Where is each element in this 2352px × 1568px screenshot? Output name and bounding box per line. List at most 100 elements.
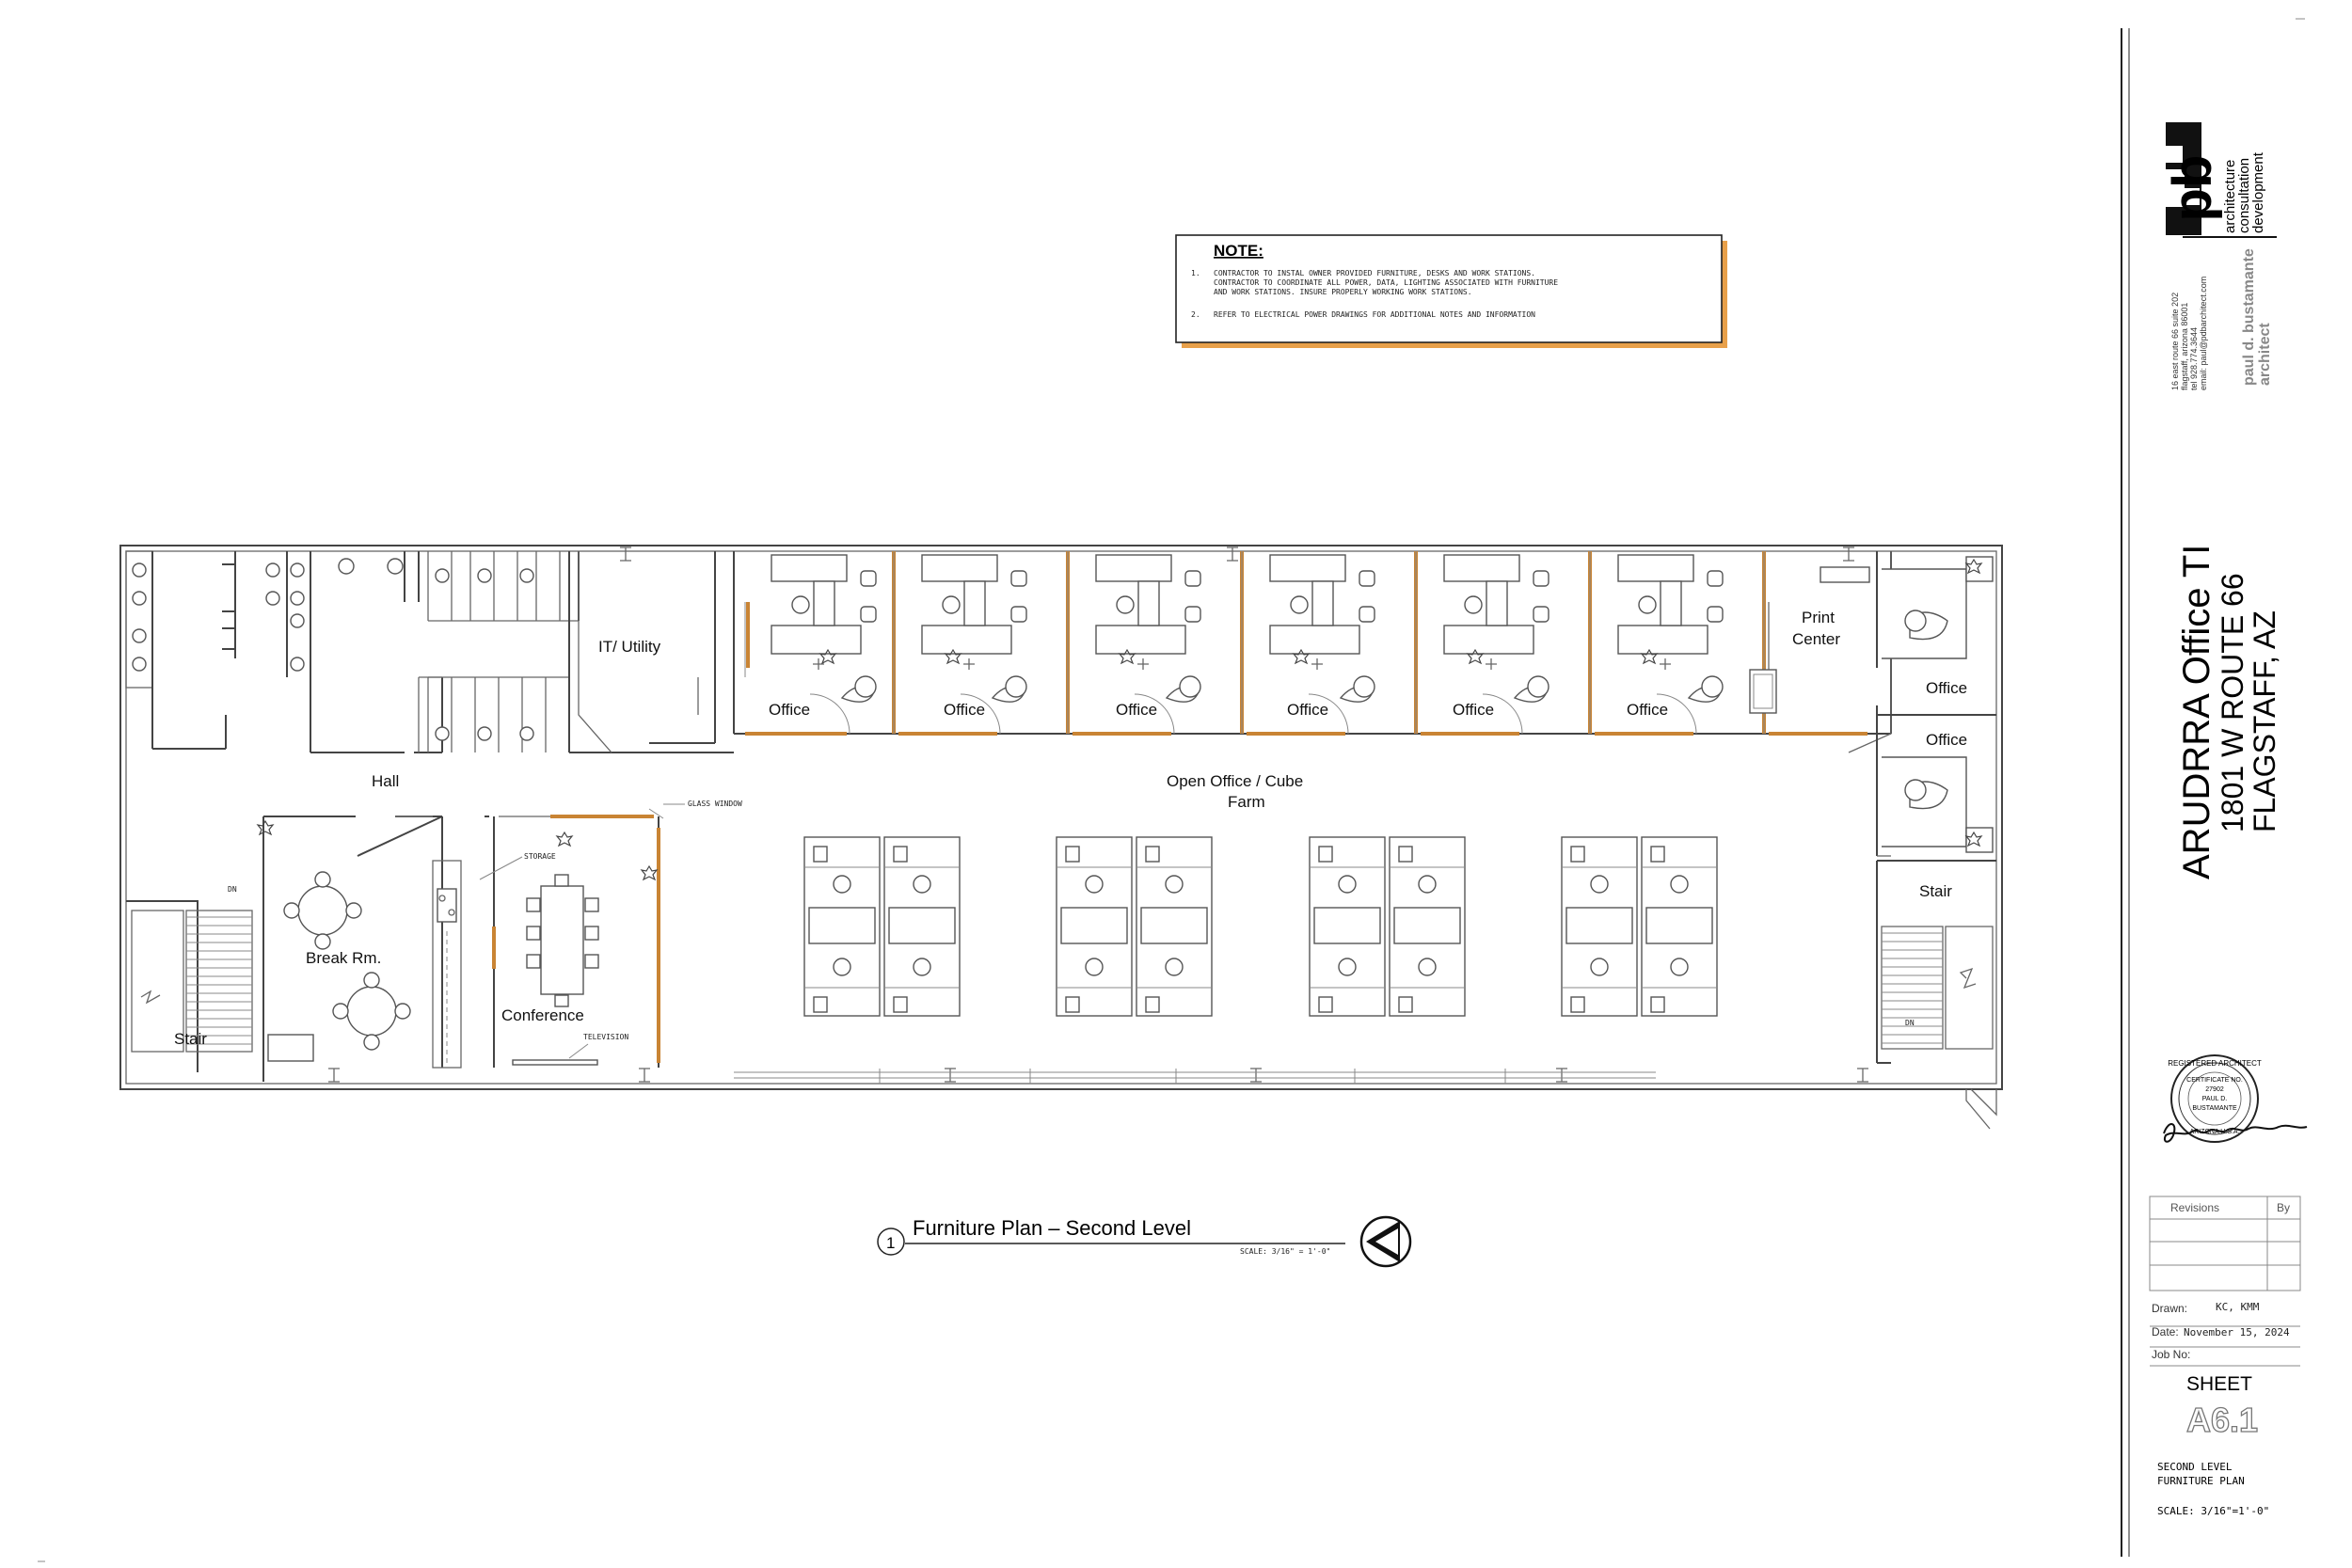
workstation-cluster (1561, 836, 1718, 1017)
firm-address-2: flagstaff, arizona 86001 (2180, 303, 2189, 390)
copier (1749, 669, 1777, 714)
window-strips (734, 1069, 1656, 1084)
floor-box (1311, 658, 1323, 670)
door-swing (1308, 693, 1349, 735)
desk-main (963, 580, 986, 626)
conference-room: Conference GLASS WINDOW STORAGE TELEVISI… (479, 800, 742, 1068)
workstation-pedestal (1145, 846, 1160, 863)
job-label: Job No: (2152, 1348, 2190, 1361)
side-table (1179, 675, 1201, 698)
workstation-chair (1165, 958, 1184, 976)
note-item-2-number: 2. (1191, 310, 1200, 319)
title-block: pb architecture consultation development… (2121, 28, 2308, 1557)
drawing-title: 1 Furniture Plan – Second Level SCALE: 3… (877, 1215, 1412, 1268)
it-utility-room: IT/ Utility (578, 551, 716, 753)
door-swing (809, 693, 850, 735)
workstation-pedestal (813, 846, 828, 863)
floor-box (813, 658, 824, 670)
workstation-spine (808, 907, 876, 944)
firm-address-4: email: paul@pdbarchitect.com (2199, 277, 2208, 390)
sheet-scale: SCALE: 3/16"=1'-0" (2157, 1505, 2269, 1517)
room-label-office: Office (769, 701, 810, 719)
desk-return (1269, 625, 1360, 655)
room-label-office-right-1: Office (1926, 679, 1967, 697)
workstation-chair (1670, 875, 1689, 894)
desk-main (813, 580, 835, 626)
exterior-wall-inner (125, 550, 1997, 1085)
stair-right-dn: DN (1905, 1019, 1915, 1027)
desk-credenza (921, 554, 998, 582)
workstation-spine (888, 907, 956, 944)
room-label-break-room: Break Rm. (306, 949, 381, 967)
ceiling-fixtures (256, 558, 1983, 881)
drawing-scale: SCALE: 3/16" = 1'-0" (1240, 1247, 1330, 1256)
workstation-pedestal (1318, 846, 1333, 863)
room-label-office-right-2: Office (1926, 731, 1967, 749)
structural-columns (328, 546, 1868, 1083)
drawing-number: 1 (886, 1234, 895, 1252)
office-desk-set (1443, 554, 1549, 735)
exterior-stair-ramp (1965, 1088, 1997, 1130)
glass-window-callout: GLASS WINDOW (688, 800, 742, 808)
room-label-stair-left: Stair (174, 1030, 207, 1048)
room-label-print-center-1: Print (1802, 609, 1835, 626)
workstation-chair (1590, 958, 1609, 976)
ceiling-fixture-icon (256, 819, 275, 836)
workstation-pedestal (893, 846, 908, 863)
workstation-pedestal (1145, 996, 1160, 1013)
print-center: Print Center (1749, 551, 1892, 753)
note-title: NOTE: (1214, 242, 1263, 260)
firm-tagline-2: consultation (2236, 158, 2252, 233)
note-box-frame (1175, 234, 1723, 343)
north-arrow-icon (1359, 1215, 1412, 1268)
ceiling-fixture-icon (1640, 648, 1659, 665)
exterior-wall-outer (119, 545, 2003, 1090)
desk-credenza (1443, 554, 1520, 582)
workstation-spine (1645, 907, 1713, 944)
guest-chair (1359, 606, 1375, 623)
desk-chair (942, 595, 961, 614)
room-label-office: Office (1287, 701, 1328, 719)
desk-credenza (1269, 554, 1346, 582)
guest-chair (1707, 606, 1724, 623)
workstation-cluster (1056, 836, 1213, 1017)
room-label-office: Office (1116, 701, 1157, 719)
door-swing (960, 693, 1001, 735)
room-label-office: Office (944, 701, 985, 719)
stair-left-dn: DN (228, 885, 237, 894)
drawn-label: Drawn: (2152, 1302, 2187, 1315)
office-desk-group (771, 554, 1724, 735)
room-label-conference: Conference (501, 1006, 584, 1024)
drawing-title-text: Furniture Plan – Second Level (913, 1216, 1191, 1240)
workstation-chair (1670, 958, 1689, 976)
workstation-pedestal (1065, 996, 1080, 1013)
workstation-pedestal (1065, 846, 1080, 863)
revisions-by-header: By (2277, 1201, 2290, 1214)
side-table (1353, 675, 1375, 698)
stair-left: DN Stair (126, 816, 264, 1082)
desk-main (1311, 580, 1334, 626)
sheet-label: SHEET (2186, 1373, 2252, 1395)
workstation-chair (913, 875, 931, 894)
desk-chair (1290, 595, 1309, 614)
project-address: 1801 W ROUTE 66 (2216, 573, 2249, 832)
guest-chair (1184, 570, 1201, 587)
workstation-pedestal (1650, 996, 1665, 1013)
side-table (1527, 675, 1549, 698)
workstation-chair (1338, 958, 1357, 976)
office-desk-set (1617, 554, 1724, 735)
seal-line-5: BUSTAMANTE (2192, 1105, 2237, 1112)
firm-name: paul d. bustamante (2241, 248, 2257, 386)
note-box: NOTE: 1. CONTRACTOR TO INSTAL OWNER PROV… (1175, 234, 1727, 348)
desk-credenza (771, 554, 848, 582)
desk-chair (1638, 595, 1657, 614)
room-label-hall: Hall (372, 772, 399, 790)
note-item-1-line-1: CONTRACTOR TO INSTAL OWNER PROVIDED FURN… (1214, 269, 1535, 277)
drawn-value: KC, KMM (2216, 1301, 2260, 1313)
firm-tagline-1: architecture (2222, 160, 2238, 233)
storage-callout: STORAGE (524, 852, 556, 861)
guest-chair (1707, 570, 1724, 587)
